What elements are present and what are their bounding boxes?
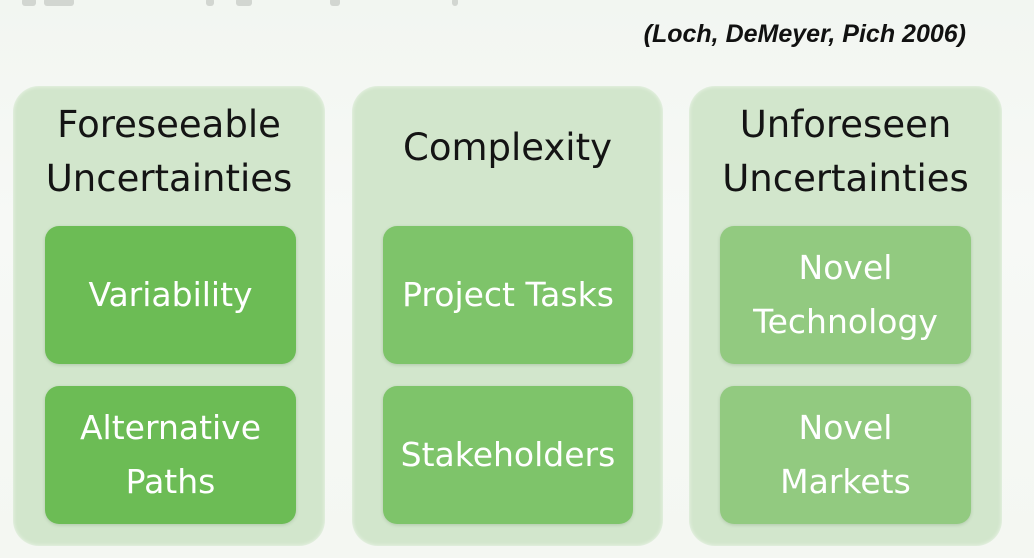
column-title: Foreseeable Uncertainties bbox=[45, 103, 293, 200]
card-stakeholders: Stakeholders bbox=[383, 386, 633, 524]
column-title: Complexity bbox=[403, 126, 612, 169]
column-complexity: Complexity Project Tasks Stakeholders bbox=[352, 86, 663, 546]
cropped-text-fragment bbox=[0, 0, 520, 12]
card-novel-markets: Novel Markets bbox=[720, 386, 971, 524]
card-variability: Variability bbox=[45, 226, 296, 364]
column-title: Unforeseen Uncertainties bbox=[722, 103, 969, 200]
card-project-tasks: Project Tasks bbox=[383, 226, 633, 364]
citation: (Loch, DeMeyer, Pich 2006) bbox=[643, 20, 966, 48]
column-unforeseen-uncertainties: Unforeseen Uncertainties Novel Technolog… bbox=[689, 86, 1002, 546]
card-alternative-paths: Alternative Paths bbox=[45, 386, 296, 524]
card-novel-technology: Novel Technology bbox=[720, 226, 971, 364]
column-foreseeable-uncertainties: Foreseeable Uncertainties Variability Al… bbox=[13, 86, 325, 546]
